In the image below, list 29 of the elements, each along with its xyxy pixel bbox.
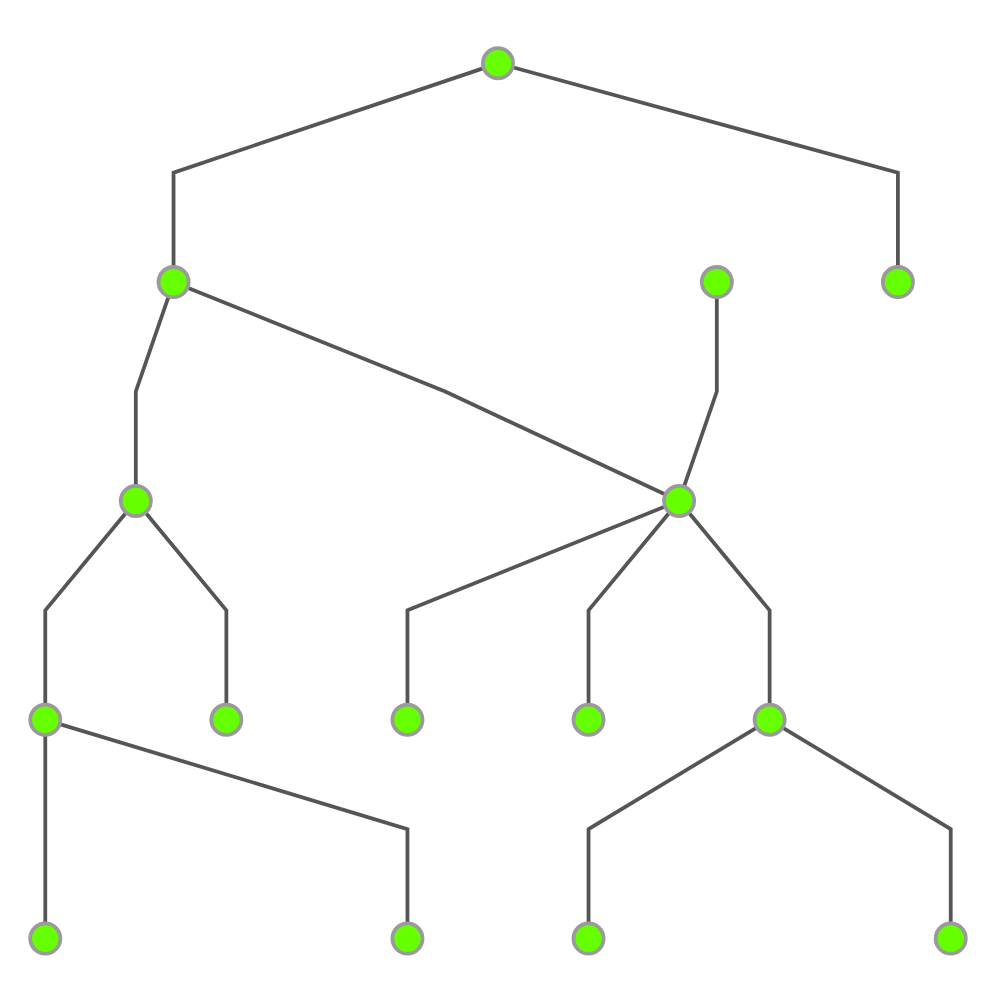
node-circle — [880, 264, 915, 299]
connector — [43, 733, 48, 923]
connector — [781, 725, 953, 923]
connector — [687, 510, 772, 704]
connector — [171, 65, 485, 267]
connector — [512, 64, 900, 267]
node-circle — [28, 701, 63, 736]
node-circle — [481, 45, 515, 80]
node-circle — [933, 920, 968, 955]
node-circle — [571, 701, 606, 736]
connector — [586, 725, 758, 923]
connector — [405, 503, 666, 704]
connector — [586, 510, 671, 704]
connector — [133, 294, 171, 485]
node-circle — [156, 264, 191, 299]
node-circle — [571, 920, 606, 955]
node-circle — [699, 264, 734, 299]
node-circle — [390, 920, 425, 955]
connector — [59, 721, 410, 923]
connector — [144, 510, 229, 704]
node-circle — [118, 483, 153, 517]
node-circle — [752, 701, 787, 736]
node-circle — [390, 701, 425, 736]
node-circle — [662, 483, 697, 517]
connector — [186, 285, 667, 496]
connector — [682, 296, 719, 487]
node-circle — [28, 920, 63, 955]
node-circle — [209, 701, 244, 736]
connector — [43, 510, 128, 704]
